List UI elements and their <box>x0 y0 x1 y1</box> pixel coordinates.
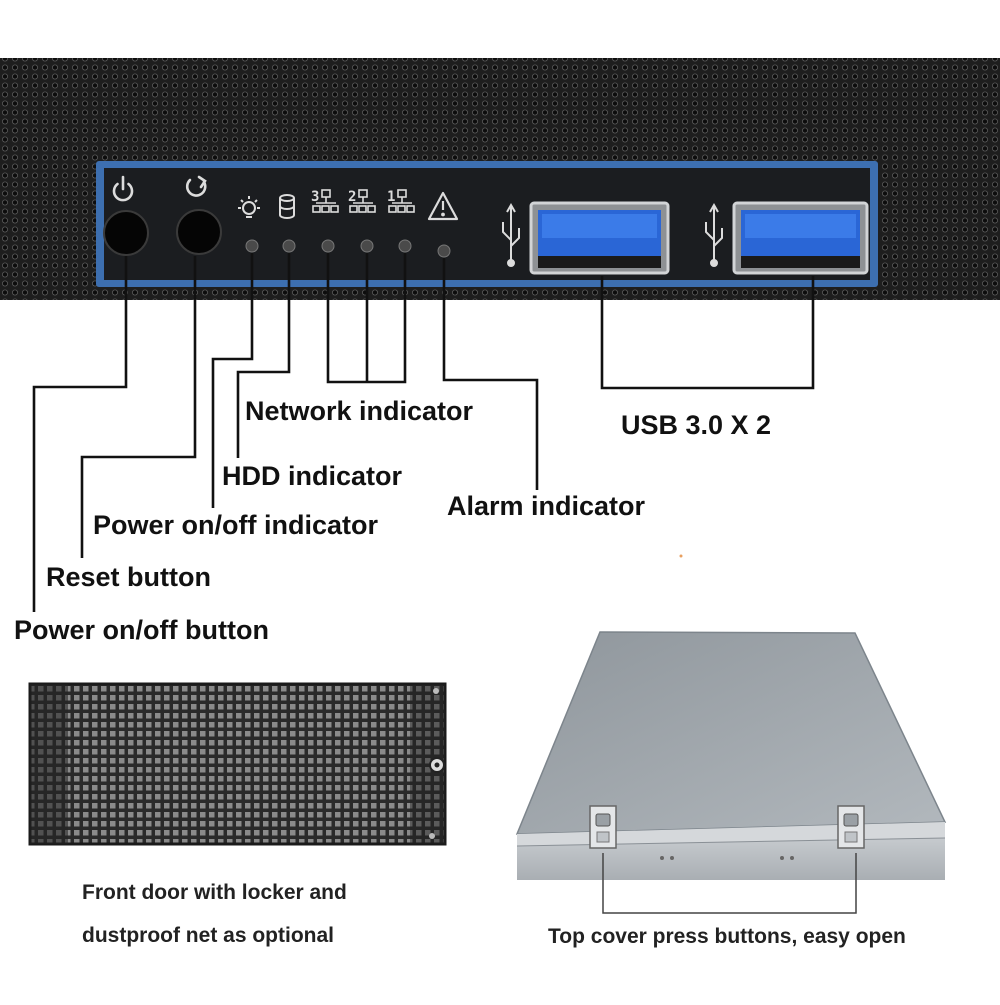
leader-reset <box>80 256 197 558</box>
power-led-icon <box>238 196 260 218</box>
alarm-indicator-label: Alarm indicator <box>447 491 646 521</box>
power-button[interactable] <box>103 210 149 256</box>
press-button-left <box>589 805 617 849</box>
front-door-image <box>28 682 447 846</box>
lan-number-2: 2 <box>348 189 356 205</box>
lan2-led <box>360 239 374 253</box>
hdd-led <box>282 239 296 253</box>
press-button-right <box>837 805 865 849</box>
usb-label: USB 3.0 X 2 <box>621 410 772 440</box>
reset-button[interactable] <box>176 209 222 255</box>
front-door-caption-line1: Front door with locker and <box>82 881 347 904</box>
leader-power-led <box>211 253 254 508</box>
lan-number-1: 1 <box>387 189 395 205</box>
top-cover-image <box>515 631 947 914</box>
lan-icon-2: 2 <box>348 189 376 213</box>
lan-icon-1: 1 <box>387 189 415 213</box>
front-panel: 3 2 1 <box>96 161 878 287</box>
leader-lines <box>32 253 815 612</box>
lan1-led <box>398 239 412 253</box>
usb-port-1[interactable] <box>529 201 670 275</box>
lan-number-3: 3 <box>311 189 319 205</box>
alarm-icon <box>427 191 459 221</box>
network-indicator-label: Network indicator <box>245 396 474 426</box>
hdd-icon <box>279 194 295 219</box>
hdd-indicator-label: HDD indicator <box>222 461 403 491</box>
usb-port-2[interactable] <box>732 201 869 275</box>
leader-usb <box>600 276 815 390</box>
top-cover-caption: Top cover press buttons, easy open <box>548 925 906 948</box>
leader-power-button <box>32 256 128 612</box>
press-buttons-bracket <box>602 853 857 914</box>
power-button-label: Power on/off button <box>14 615 269 645</box>
power-led <box>245 239 259 253</box>
alarm-led <box>437 244 451 258</box>
leader-alarm <box>442 258 539 490</box>
leader-hdd <box>236 253 291 458</box>
front-door-caption-line2: dustproof net as optional <box>82 924 334 947</box>
power-indicator-label: Power on/off indicator <box>93 510 379 540</box>
artifact-dot <box>679 554 683 558</box>
reset-icon <box>185 175 207 197</box>
power-icon <box>112 175 134 202</box>
usb-icon <box>705 202 723 267</box>
lan3-led <box>321 239 335 253</box>
lan-icon-3: 3 <box>311 189 339 213</box>
usb-icon <box>502 202 520 267</box>
reset-button-label: Reset button <box>46 562 211 592</box>
